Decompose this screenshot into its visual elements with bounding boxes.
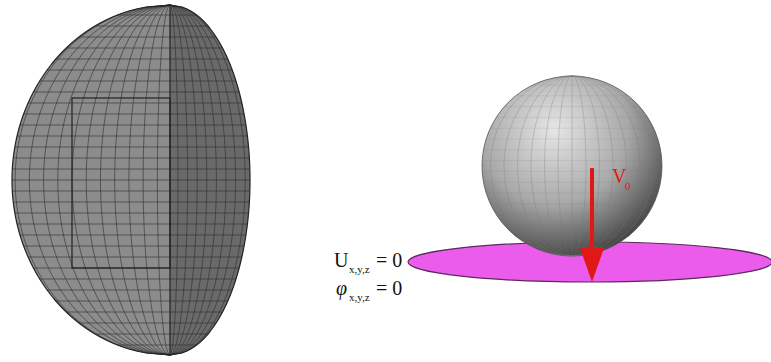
displacement-subscript: x,y,z [349,264,370,275]
displacement-symbol: U [334,250,348,270]
velocity-subscript: 0 [625,181,631,192]
boundary-value: = 0 [376,278,402,298]
sphere [482,76,662,256]
base-disk [408,242,771,282]
boundary-value: = 0 [376,250,402,270]
velocity-symbol: V [612,166,626,186]
rotation-subscript: x,y,z [349,292,370,303]
rotation-symbol: φ [336,278,347,298]
hemisphere-mesh [12,5,250,355]
velocity-arrow [580,168,604,282]
